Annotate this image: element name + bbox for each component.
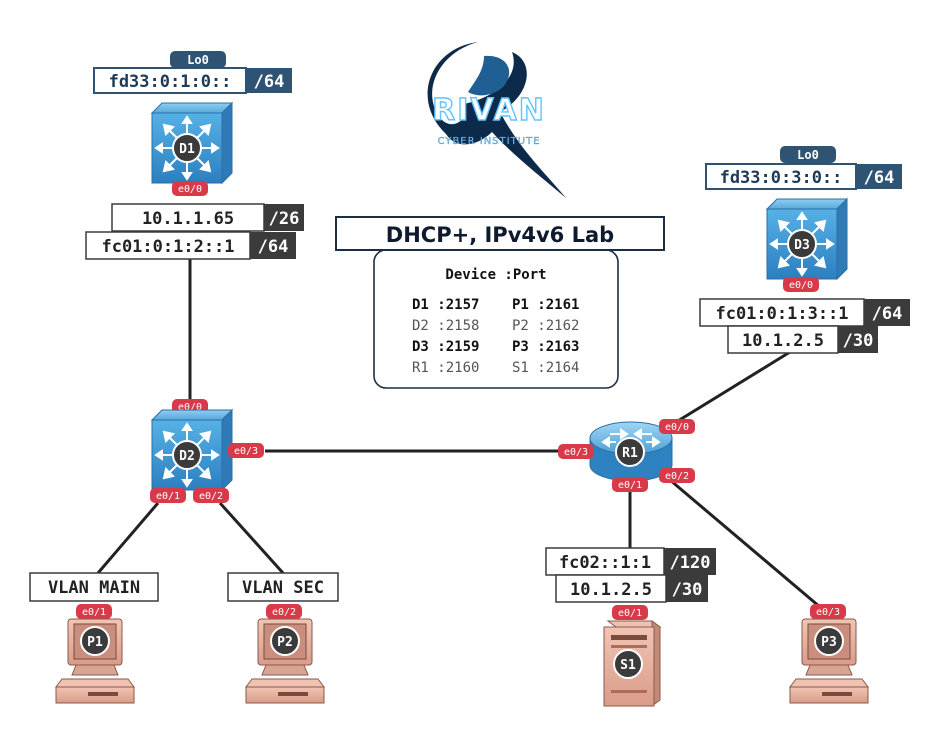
link-r1-d3 — [659, 350, 791, 434]
table-row-2-right: P2 :2162 — [512, 318, 579, 334]
table-row-1-left: D1 :2157 — [412, 297, 479, 313]
svg-text:10.1.1.65: 10.1.1.65 — [142, 209, 234, 229]
port-tag: e0/2 — [193, 488, 229, 503]
d1-loopback-prefix: /64 — [254, 72, 285, 92]
device-badge-p1 — [80, 626, 110, 656]
svg-text:e0/0: e0/0 — [789, 280, 813, 291]
device-badge-d3 — [787, 229, 817, 259]
svg-text:/64: /64 — [872, 304, 903, 324]
table-row-2-left: D2 :2158 — [412, 318, 479, 334]
d3-loopback-prefix: /64 — [864, 168, 895, 188]
port-tag: e0/2 — [266, 604, 302, 619]
svg-text:e0/0: e0/0 — [665, 422, 689, 433]
switch-d2[interactable]: D2 — [151, 409, 233, 491]
svg-text:VLAN MAIN: VLAN MAIN — [48, 578, 140, 598]
svg-text:/64: /64 — [258, 237, 289, 257]
port-tag: e0/1 — [612, 477, 648, 492]
device-badge-s1 — [613, 649, 643, 679]
svg-text:/30: /30 — [843, 331, 874, 351]
pc-p1[interactable]: P1 — [55, 618, 135, 704]
svg-text:e0/0: e0/0 — [178, 184, 202, 195]
svg-text:e0/1: e0/1 — [82, 607, 106, 618]
device-label-p1: P1 — [87, 635, 103, 650]
d1-ipv6-address: fc01:0:1:2::1 /64 — [85, 231, 296, 260]
d3-ipv6-address: fc01:0:1:3::1 /64 — [699, 298, 910, 327]
d1-loopback: Lo0 fd33:0:1:0:: /64 — [93, 51, 292, 94]
svg-text:fc01:0:1:2::1: fc01:0:1:2::1 — [101, 237, 234, 257]
device-label-p3: P3 — [821, 635, 837, 650]
svg-text:e0/2: e0/2 — [272, 607, 296, 618]
port-tag: e0/1 — [76, 604, 112, 619]
pc-p3[interactable]: P3 — [789, 618, 869, 704]
d1-loopback-address: fd33:0:1:0:: — [109, 72, 232, 92]
svg-text:e0/0: e0/0 — [178, 402, 202, 413]
link-d2-p2 — [218, 501, 285, 575]
vlan-main-label: VLAN MAIN — [29, 572, 159, 602]
port-tag: e0/3 — [810, 604, 846, 619]
svg-text:10.1.2.5: 10.1.2.5 — [570, 580, 652, 600]
port-tag: e0/0 — [659, 419, 695, 434]
svg-text:fc01:0:1:3::1: fc01:0:1:3::1 — [715, 304, 848, 324]
svg-text:e0/3: e0/3 — [816, 607, 840, 618]
port-tag: e0/0 — [172, 181, 208, 196]
svg-text:e0/1: e0/1 — [618, 480, 642, 491]
port-tag: e0/3 — [228, 443, 264, 458]
device-badge-p3 — [814, 626, 844, 656]
link-r1-p3 — [669, 478, 821, 609]
svg-text:e0/1: e0/1 — [156, 491, 180, 502]
svg-text:e0/3: e0/3 — [564, 447, 588, 458]
device-label-d3: D3 — [794, 238, 810, 253]
rivan-logo: RIVAN CYBER INSTITUTE — [427, 42, 566, 198]
switch-d1[interactable]: D1 — [151, 102, 233, 184]
svg-text:e0/2: e0/2 — [199, 491, 223, 502]
table-header: Device :Port — [445, 267, 546, 283]
d1-ipv4-address: 10.1.1.65 /26 — [111, 203, 304, 232]
svg-text:/30: /30 — [672, 580, 703, 600]
d1-loopback-label: Lo0 — [187, 53, 209, 67]
logo-name: RIVAN — [432, 93, 546, 128]
server-s1[interactable]: S1 — [603, 620, 662, 707]
router-r1[interactable]: R1 — [589, 421, 673, 482]
table-row-1-right: P1 :2161 — [512, 297, 579, 313]
table-row-4-left: R1 :2160 — [412, 360, 479, 376]
table-row-3-left: D3 :2159 — [412, 339, 479, 355]
device-badge-d1 — [172, 133, 202, 163]
svg-text:e0/3: e0/3 — [234, 446, 258, 457]
lab-info-panel: DHCP+, IPv4v6 Lab Device :Port D1 :2157 … — [335, 216, 665, 389]
table-row-4-right: S1 :2164 — [512, 360, 579, 376]
device-label-s1: S1 — [620, 658, 636, 673]
d3-loopback-address: fd33:0:3:0:: — [720, 168, 843, 188]
lab-title: DHCP+, IPv4v6 Lab — [386, 223, 614, 247]
table-row-3-right: P3 :2163 — [512, 339, 579, 355]
vlan-sec-label: VLAN SEC — [227, 572, 339, 602]
svg-text:/26: /26 — [269, 209, 300, 229]
device-label-d1: D1 — [179, 142, 195, 157]
link-d2-p1 — [96, 502, 160, 574]
svg-text:fc02::1:1: fc02::1:1 — [559, 553, 651, 573]
d3-loopback: Lo0 fd33:0:3:0:: /64 — [705, 146, 902, 190]
device-badge-p2 — [270, 626, 300, 656]
d3-ipv4-address: 10.1.2.5 /30 — [727, 325, 878, 354]
device-label-p2: P2 — [277, 635, 293, 650]
svg-text:VLAN SEC: VLAN SEC — [242, 578, 324, 598]
switch-d3[interactable]: D3 — [766, 198, 848, 280]
device-badge-r1 — [615, 437, 645, 467]
pc-p2[interactable]: P2 — [245, 618, 325, 704]
logo-tagline: CYBER INSTITUTE — [438, 136, 541, 147]
svg-text:/120: /120 — [670, 553, 711, 573]
svg-text:e0/1: e0/1 — [618, 608, 642, 619]
port-tag: e0/2 — [659, 468, 695, 483]
device-label-r1: R1 — [622, 446, 638, 461]
svg-text:10.1.2.5: 10.1.2.5 — [742, 331, 824, 351]
s1-ipv6-address: fc02::1:1 /120 — [545, 547, 716, 576]
device-label-d2: D2 — [179, 449, 195, 464]
d3-loopback-label: Lo0 — [797, 148, 819, 162]
port-tag: e0/0 — [783, 277, 819, 292]
svg-text:e0/2: e0/2 — [665, 471, 689, 482]
s1-ipv4-address: 10.1.2.5 /30 — [555, 574, 708, 603]
device-badge-d2 — [172, 440, 202, 470]
port-tag: e0/1 — [150, 488, 186, 503]
port-tag: e0/1 — [612, 605, 648, 620]
port-tag: e0/3 — [558, 444, 594, 459]
